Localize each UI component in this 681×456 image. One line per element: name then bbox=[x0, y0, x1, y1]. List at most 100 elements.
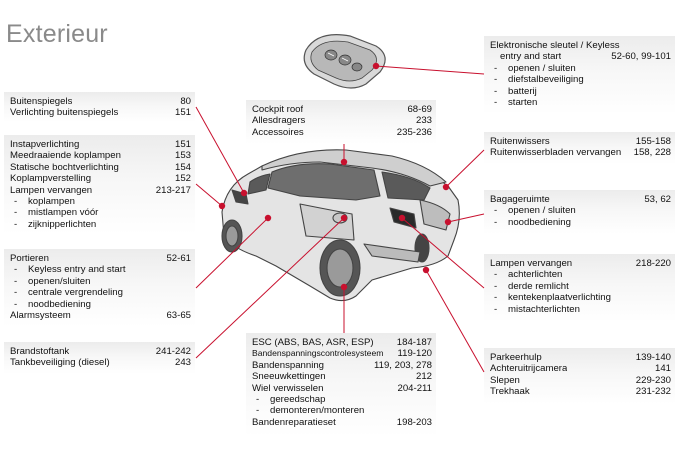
page-ref: 153 bbox=[174, 150, 191, 162]
sub-item: -starten bbox=[490, 97, 671, 108]
sub-item: -batterij bbox=[490, 86, 671, 97]
marker-dot bbox=[240, 189, 248, 197]
entry-label: - bbox=[494, 303, 498, 315]
entry-label: Bandenspanning bbox=[252, 359, 325, 371]
page-ref: 154 bbox=[174, 161, 191, 173]
entry-label: Verlichting buitenspiegels bbox=[10, 107, 119, 119]
sub-item: -openen / sluiten bbox=[490, 63, 671, 74]
entry-label: Allesdragers bbox=[252, 115, 306, 127]
page-ref: 235-236 bbox=[396, 126, 432, 138]
entry-label: entry and start bbox=[500, 51, 562, 63]
entry-label: Lampen vervangen bbox=[490, 258, 573, 269]
entry-label: Portieren bbox=[10, 253, 49, 264]
index-row: Wiel verwisselen 204-211 bbox=[252, 383, 432, 394]
entry-label: derde remlicht bbox=[508, 280, 569, 292]
sub-item: -kentekenplaatverlichting bbox=[490, 292, 671, 303]
entry-label: Wiel verwisselen bbox=[252, 382, 324, 394]
entry-label: Bagageruimte bbox=[490, 194, 550, 205]
entry-label: Accessoires bbox=[252, 126, 304, 138]
marker-dot bbox=[444, 218, 452, 226]
entry-label: kentekenplaatverlichting bbox=[508, 292, 611, 304]
entry-label: - bbox=[14, 207, 18, 219]
callout-markers bbox=[218, 62, 452, 291]
entry-label: demonteren/monteren bbox=[270, 405, 365, 417]
entry-label: - bbox=[494, 205, 498, 217]
entry-label: starten bbox=[508, 97, 538, 109]
entry-label: achterlichten bbox=[508, 269, 563, 281]
entry-label: Ruitenwisserbladen vervangen bbox=[490, 147, 622, 159]
marker-dot bbox=[442, 183, 450, 191]
index-row: Lampen vervangen 218-220 bbox=[490, 258, 671, 269]
page-ref: 151 bbox=[174, 107, 191, 119]
page-ref: 198-203 bbox=[396, 416, 432, 428]
page-ref: 243 bbox=[174, 357, 191, 369]
entry-label: Statische bochtverlichting bbox=[10, 161, 119, 173]
entry-label: - bbox=[494, 74, 498, 86]
sub-item: -openen/sluiten bbox=[10, 276, 191, 287]
sub-item: -noodbediening bbox=[490, 217, 671, 228]
entry-label: koplampen bbox=[28, 196, 75, 208]
entry-label: Alarmsysteem bbox=[10, 310, 71, 322]
entry-label: zijknipperlichten bbox=[28, 218, 97, 230]
page-ref: 151 bbox=[174, 139, 191, 150]
sub-item: -derde remlicht bbox=[490, 281, 671, 292]
entry-label: - bbox=[494, 62, 498, 74]
sub-item: -openen / sluiten bbox=[490, 205, 671, 216]
index-row: Statische bochtverlichting 154 bbox=[10, 162, 191, 173]
entry-label: mistlampen vóór bbox=[28, 207, 99, 219]
page-ref: 155-158 bbox=[635, 136, 671, 147]
entry-label: - bbox=[494, 97, 498, 109]
marker-dot bbox=[422, 266, 430, 274]
sub-item: -demonteren/monteren bbox=[252, 405, 432, 416]
entry-label: Parkeerhulp bbox=[490, 352, 542, 363]
sub-item: -noodbediening bbox=[10, 299, 191, 310]
entry-label: - bbox=[494, 280, 498, 292]
page-ref: 63-65 bbox=[166, 310, 191, 322]
entry-label: - bbox=[14, 218, 18, 230]
entry-label: Brandstoftank bbox=[10, 346, 70, 357]
entry-label: Sneeuwkettingen bbox=[252, 371, 326, 383]
entry-label: batterij bbox=[508, 85, 537, 97]
sub-item: -koplampen bbox=[10, 196, 191, 207]
marker-dot bbox=[372, 62, 380, 70]
sub-item: -diefstalbeveiliging bbox=[490, 74, 671, 85]
entry-label: openen/sluiten bbox=[28, 275, 91, 287]
marker-dot bbox=[340, 158, 348, 166]
page-ref: 68-69 bbox=[407, 104, 432, 115]
entry-label: Bandenspanningscontrolesysteem bbox=[252, 348, 384, 359]
entry-label: Meedraaiende koplampen bbox=[10, 150, 121, 162]
marker-dot bbox=[340, 283, 348, 291]
entry-label: Buitenspiegels bbox=[10, 96, 73, 107]
entry-label: - bbox=[14, 264, 18, 276]
sub-item: -mistachterlichten bbox=[490, 304, 671, 315]
page-ref: 241-242 bbox=[155, 346, 191, 357]
entry-label: openen / sluiten bbox=[508, 62, 576, 74]
marker-dot bbox=[340, 214, 348, 222]
page-ref: 218-220 bbox=[635, 258, 671, 269]
index-row: Portieren 52-61 bbox=[10, 253, 191, 264]
entry-label: centrale vergrendeling bbox=[28, 287, 123, 299]
page-ref: 52-61 bbox=[166, 253, 191, 264]
page-ref: 204-211 bbox=[397, 382, 433, 394]
entry-label: - bbox=[494, 85, 498, 97]
page-ref: 229-230 bbox=[635, 374, 671, 386]
entry-label: - bbox=[256, 405, 260, 417]
leader-lines bbox=[195, 65, 485, 373]
